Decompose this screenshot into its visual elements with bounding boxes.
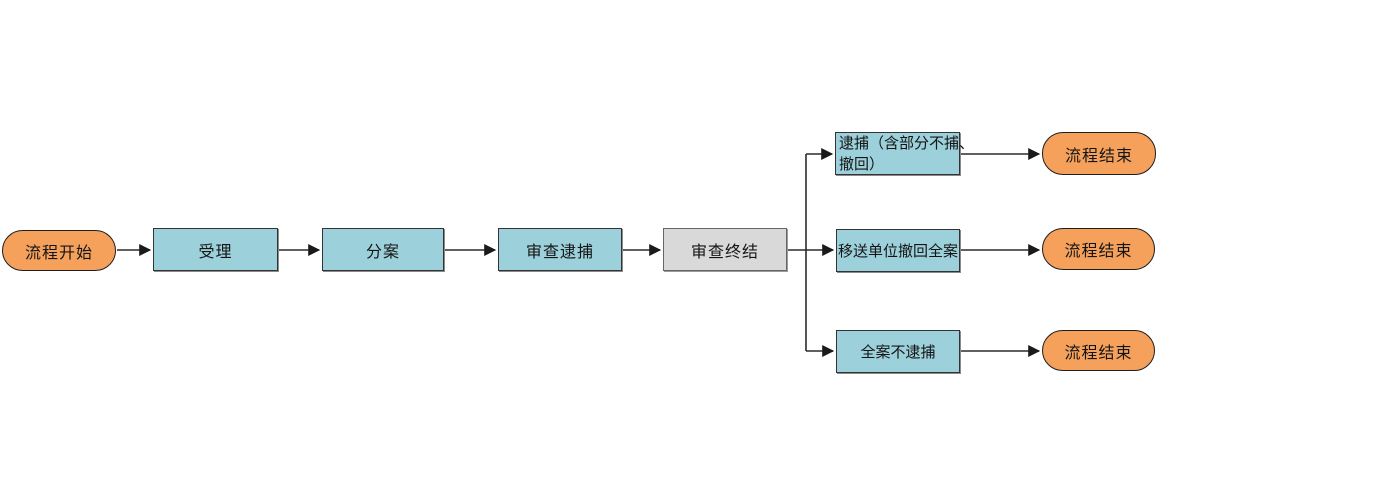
node-end-bottom-label: 流程结束 — [1064, 342, 1133, 362]
node-review-conclude: 审查终结 — [663, 228, 787, 271]
node-start-label: 流程开始 — [24, 242, 93, 262]
node-accept: 受理 — [153, 228, 278, 271]
node-assign: 分案 — [322, 228, 444, 271]
node-start: 流程开始 — [2, 230, 116, 271]
node-branch-no-arrest: 全案不逮捕 — [836, 330, 960, 373]
node-branch-no-arrest-label: 全案不逮捕 — [860, 343, 936, 361]
node-branch-withdraw-label: 移送单位撤回全案 — [837, 242, 958, 260]
node-end-middle-label: 流程结束 — [1064, 241, 1133, 260]
node-branch-withdraw: 移送单位撤回全案 — [836, 229, 960, 272]
node-review-arrest-label: 审查逮捕 — [525, 241, 594, 261]
node-end-bottom: 流程结束 — [1042, 330, 1155, 371]
node-end-top-label: 流程结束 — [1064, 145, 1133, 165]
node-review-arrest: 审查逮捕 — [498, 228, 622, 271]
node-accept-label: 受理 — [198, 241, 233, 261]
node-review-conclude-label: 审查终结 — [690, 241, 759, 261]
node-branch-arrest-label: 逮捕（含部分不捕、 撤回） — [839, 133, 975, 173]
node-assign-label: 分案 — [365, 241, 400, 261]
node-branch-arrest: 逮捕（含部分不捕、 撤回） — [835, 132, 974, 175]
node-end-top: 流程结束 — [1042, 132, 1156, 175]
node-end-middle: 流程结束 — [1042, 228, 1155, 270]
